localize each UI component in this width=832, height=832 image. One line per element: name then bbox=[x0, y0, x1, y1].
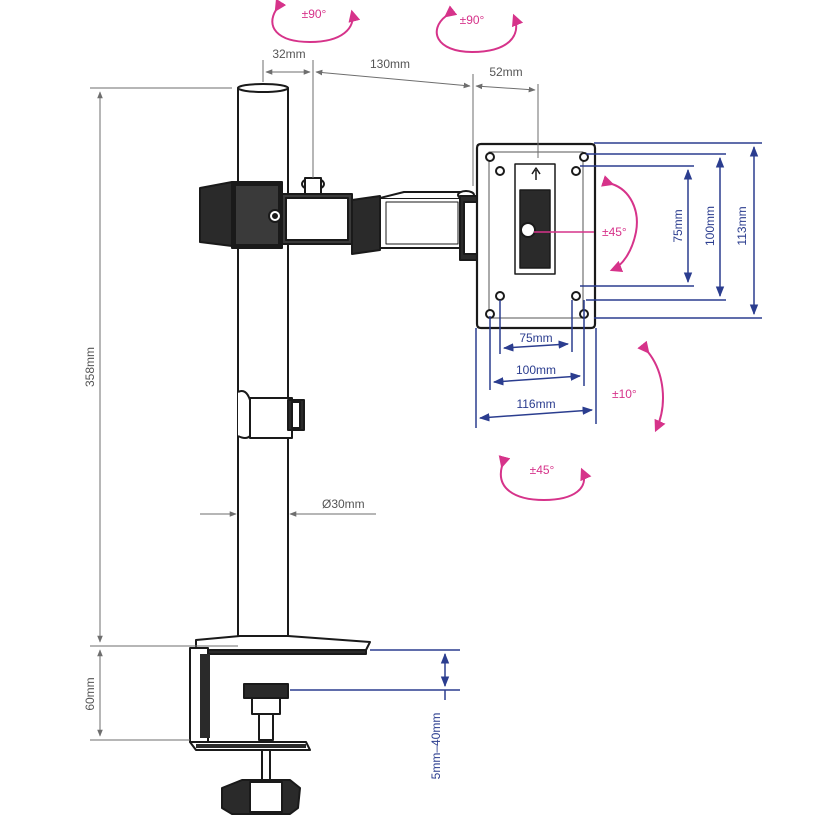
vesa-hole bbox=[571, 166, 581, 176]
arm bbox=[281, 177, 475, 255]
rotation-arrow-icon bbox=[637, 340, 666, 433]
arm-right-rotation-label: ±90° bbox=[460, 13, 485, 27]
gray-dimensions: 32mm 130mm 52mm 358mm 60mm Ø30mm bbox=[83, 47, 539, 741]
head-depth-line bbox=[475, 83, 536, 93]
vesa-v-small-label: 75mm bbox=[671, 209, 685, 242]
rotation-arrow-icon bbox=[498, 455, 592, 502]
pressure-pad bbox=[243, 683, 289, 699]
pole-collar bbox=[199, 181, 283, 249]
vesa-h-small-line bbox=[502, 340, 570, 352]
head-swivel-label: ±45° bbox=[530, 463, 555, 477]
head-roll-rotation: ±45° bbox=[534, 175, 638, 272]
arm-length-line bbox=[315, 69, 471, 89]
vesa-hole bbox=[495, 291, 505, 301]
head-tilt-label: ±10° bbox=[612, 387, 637, 401]
vesa-hole bbox=[571, 291, 581, 301]
up-arrow-icon bbox=[531, 167, 541, 180]
pole-top bbox=[237, 83, 289, 93]
plate-width-label: 116mm bbox=[516, 397, 555, 411]
rotation-arrow-icon bbox=[435, 5, 524, 54]
desk-thickness-label: 5mm–40mm bbox=[429, 713, 443, 780]
vesa-v-large-label: 100mm bbox=[703, 206, 717, 246]
center-pivot bbox=[520, 222, 536, 238]
pole-height-label: 358mm bbox=[83, 347, 97, 387]
pole-offset-label: 32mm bbox=[272, 47, 305, 61]
head-depth-label: 52mm bbox=[489, 65, 522, 79]
blue-dimensions: 5mm–40mm 75mm 100mm 116mm 75mm 100mm 113… bbox=[290, 142, 762, 780]
rotation-indicators: ±90° ±90° ±45° ±10° ±45° bbox=[271, 0, 666, 502]
mount-structure bbox=[189, 83, 597, 815]
vesa-hole bbox=[485, 152, 495, 162]
head-swivel-rotation: ±45° bbox=[498, 455, 592, 502]
rotation-arrow-icon bbox=[271, 0, 361, 44]
head-tilt-rotation: ±10° bbox=[612, 340, 666, 433]
plate-height-label: 113mm bbox=[735, 206, 749, 245]
arm-right-rotation: ±90° bbox=[435, 5, 524, 54]
vesa-h-small-label: 75mm bbox=[519, 331, 552, 345]
cable-clip bbox=[237, 390, 305, 439]
vesa-h-large-line bbox=[492, 372, 582, 386]
arm-left-rotation: ±90° bbox=[271, 0, 361, 44]
pole-diameter-label: Ø30mm bbox=[322, 497, 365, 511]
pole bbox=[237, 87, 289, 649]
vesa-plate bbox=[475, 142, 597, 330]
arm-length-label: 130mm bbox=[370, 57, 410, 71]
vesa-h-large-label: 100mm bbox=[516, 363, 556, 377]
clamp-height-label: 60mm bbox=[83, 677, 97, 710]
arm-left-rotation-label: ±90° bbox=[302, 7, 327, 21]
vesa-hole bbox=[495, 166, 505, 176]
vesa-hole bbox=[579, 152, 589, 162]
plate-width-line bbox=[478, 406, 594, 422]
desk-clamp bbox=[189, 635, 371, 815]
rotation-arrow-icon bbox=[600, 175, 638, 272]
head-roll-label: ±45° bbox=[602, 225, 627, 239]
